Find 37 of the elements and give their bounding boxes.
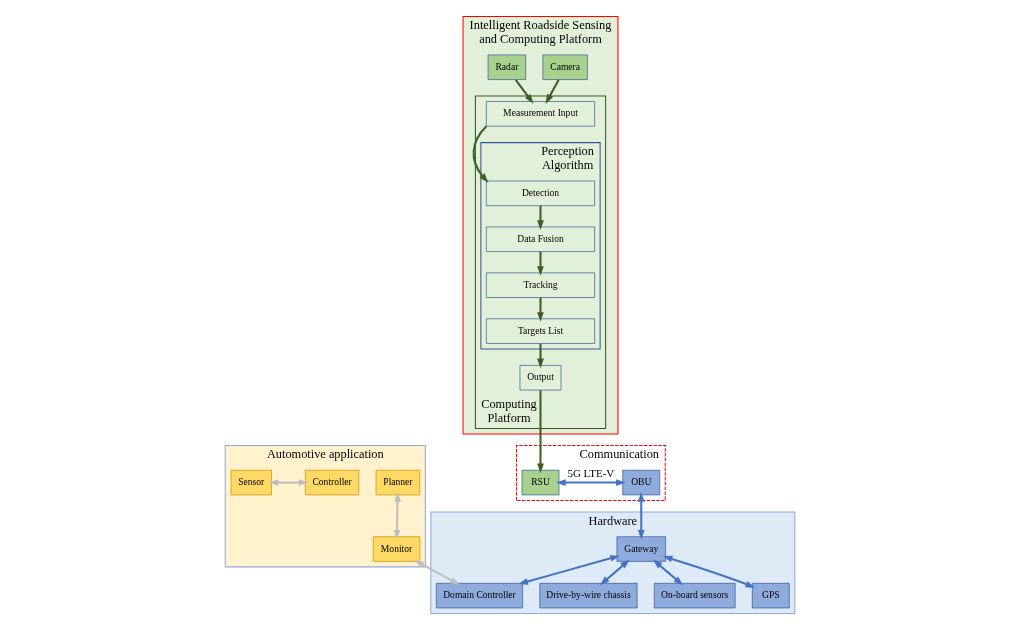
node-box: Output: [519, 365, 561, 391]
arrow: [555, 479, 626, 486]
node-box: GPS: [751, 583, 790, 609]
node-box: Monitor: [372, 536, 420, 562]
arrow: [536, 343, 544, 369]
node-box: Radar: [487, 54, 526, 80]
node-box: Gateway: [616, 536, 666, 562]
node-box: Planner: [375, 469, 420, 496]
node-box: Targets List: [485, 318, 595, 344]
arrow: [514, 79, 533, 104]
arrow: [472, 125, 488, 183]
node-box: Camera: [542, 54, 588, 80]
node-box: Controller: [304, 469, 359, 496]
arrow: [599, 559, 630, 586]
node-box: Data Fusion: [485, 226, 595, 252]
node-box: Tracking: [485, 272, 595, 298]
arrow: [545, 79, 560, 104]
node-box: OBU: [621, 469, 660, 496]
node-box: Measurement Input: [485, 101, 595, 127]
arrow: [536, 390, 544, 474]
node-box: Detection: [485, 180, 595, 207]
arrow: [536, 251, 544, 276]
node-box: On-board sensors: [653, 583, 735, 609]
arrow: [652, 559, 683, 586]
arrow: [393, 492, 401, 540]
node-box: Drive-by-wire chassis: [538, 583, 637, 609]
arrow: [536, 205, 544, 230]
arrow: [413, 559, 460, 585]
arrow: [637, 492, 645, 540]
node-box: Sensor: [230, 469, 272, 496]
arrow: [662, 555, 755, 588]
edge-label: 5G LTE-V: [567, 466, 614, 479]
arrow: [517, 555, 620, 585]
node-box: RSU: [521, 469, 559, 496]
arrow: [268, 479, 308, 486]
arrow: [536, 297, 544, 322]
node-box: Domain Controller: [435, 583, 523, 609]
